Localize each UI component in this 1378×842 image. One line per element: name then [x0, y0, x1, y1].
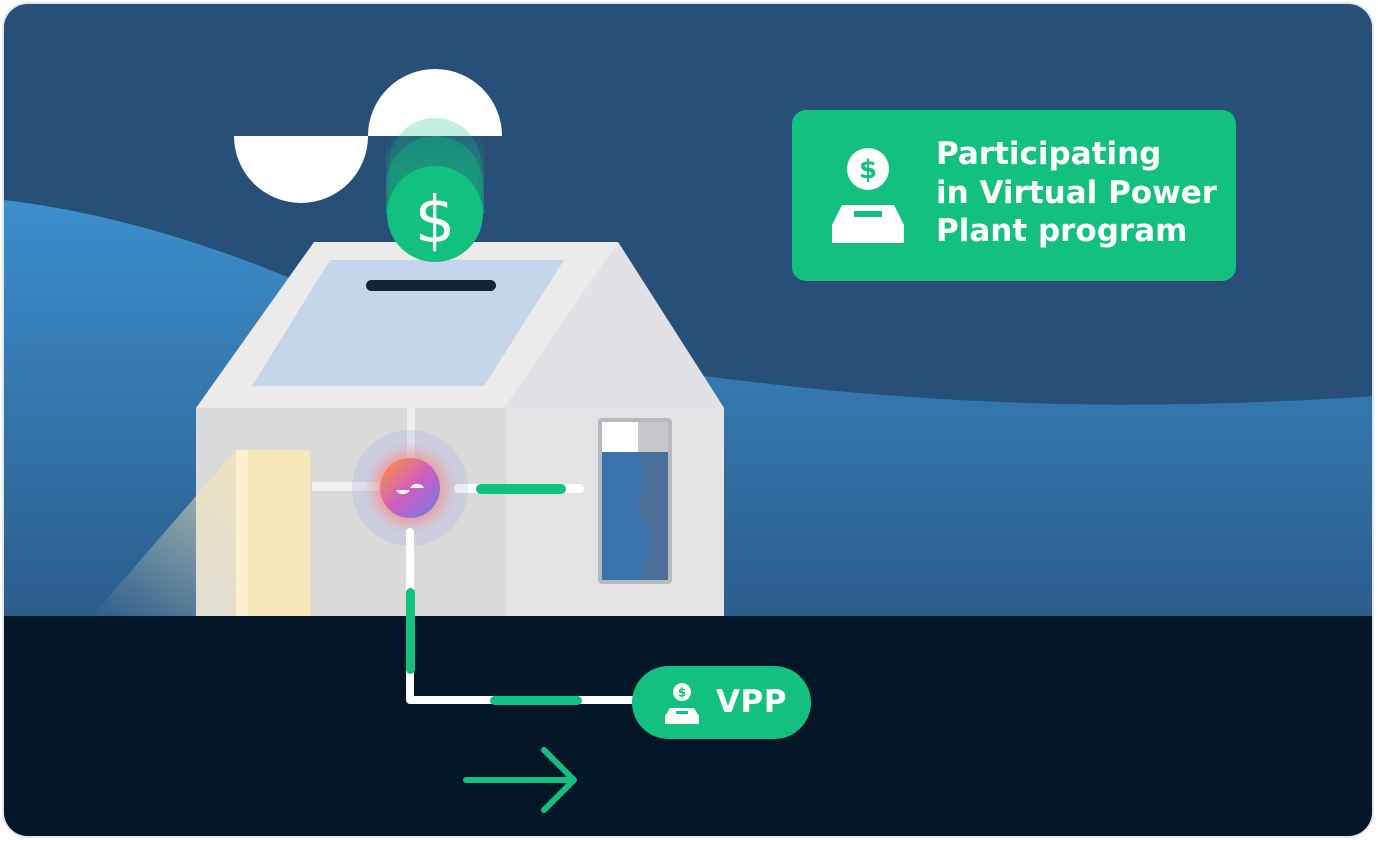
- info-line-2: in Virtual Power: [936, 174, 1226, 213]
- svg-text:$: $: [859, 155, 877, 185]
- vpp-dollar-station-icon: $: [828, 147, 908, 243]
- vpp-dollar-station-icon: $: [664, 682, 700, 724]
- home-battery: [598, 418, 672, 584]
- svg-text:$: $: [678, 686, 686, 700]
- vpp-badge: $ VPP: [632, 666, 811, 739]
- vpp-participation-card: $ Participating in Virtual Power Plant p…: [792, 110, 1236, 281]
- dollar-coin-icon: $: [387, 166, 483, 262]
- vpp-badge-label: VPP: [716, 682, 787, 722]
- vpp-participation-text: Participating in Virtual Power Plant pro…: [936, 135, 1226, 251]
- coin-slot: [366, 280, 496, 291]
- svg-text:$: $: [415, 184, 456, 258]
- info-line-3: Plant program: [936, 212, 1226, 251]
- info-line-1: Participating: [936, 135, 1226, 174]
